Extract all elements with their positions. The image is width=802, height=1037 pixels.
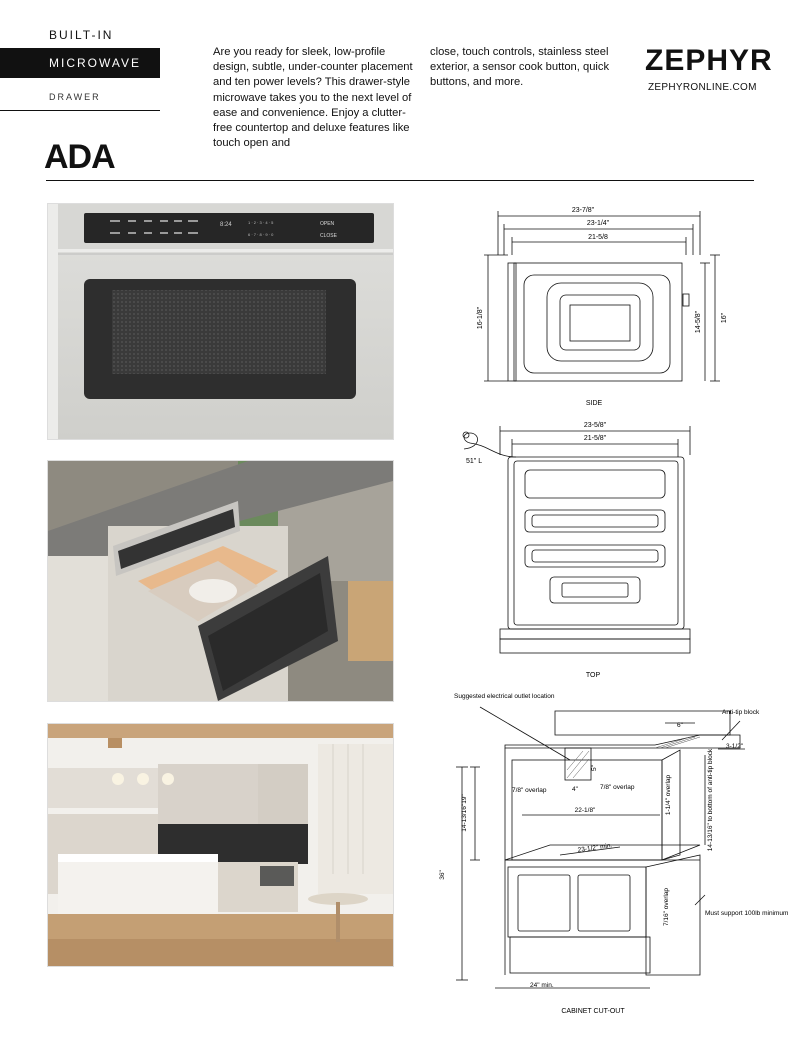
cutout-dim-36: 36" (439, 870, 446, 880)
cutout-dim-4: 4" (572, 786, 579, 793)
top-dim2: 21-5/8" (584, 435, 607, 442)
product-photo: 8:24 1 · 2 · 3 · 4 · 5 6 · 7 · 8 · 9 · 0… (47, 203, 394, 440)
top-dim1: 23-5/8" (584, 422, 607, 429)
svg-text:1 · 2 · 3 · 4 · 5: 1 · 2 · 3 · 4 · 5 (248, 220, 274, 225)
svg-text:6 · 7 · 8 · 9 · 0: 6 · 7 · 8 · 9 · 0 (248, 232, 274, 237)
drawer-open-photo (47, 460, 394, 702)
cutout-dim-left-height: 14-13/16"19" (461, 794, 468, 832)
cutout-overlap-left: 7/8" overlap (512, 787, 547, 794)
panel-open[interactable]: OPEN (320, 221, 335, 227)
top-cord: 51" L (466, 458, 482, 465)
description-col2: close, touch controls, stainless steel e… (430, 46, 610, 89)
side-dim-top3: 21-5/8 (588, 234, 608, 241)
cutout-anti-tip-height: 14-13/16" to bottom of anti-tip block (707, 748, 714, 851)
side-dim-top2: 23-1/4" (587, 220, 610, 227)
description-col1: Are you ready for sleek, low-profile des… (213, 46, 413, 150)
website-link[interactable]: ZEPHYRONLINE.COM (648, 82, 757, 93)
ada-badge: ADA (44, 138, 116, 176)
side-dim-right2: 16" (721, 312, 728, 323)
top-caption: TOP (586, 672, 601, 679)
cutout-overlap-vert: 1-1/4" overlap (665, 774, 672, 815)
cutout-overlap-right: 7/8" overlap (600, 784, 635, 791)
category-divider (0, 110, 160, 111)
header-rule (46, 180, 754, 181)
technical-drawings: 23-7/8" 23-1/4" 21-5/8 16-1/8" 14-5/8" 1… (439, 207, 788, 1015)
cutout-dim-5: 5" (591, 764, 598, 771)
side-dim-top1: 23-7/8" (572, 207, 595, 214)
cutout-dim-3-5: 3-1/2" (726, 743, 744, 750)
zephyr-logo: ZEPHYR (645, 44, 773, 77)
cutout-dim-24: 24" min. (530, 982, 554, 989)
category-microwave: MICROWAVE (0, 48, 160, 78)
cutout-dim-22: 22-1/8" (575, 807, 596, 814)
panel-display: 8:24 (220, 222, 232, 228)
cutout-anti-tip: Anti-tip block (722, 709, 760, 716)
cutout-support: Must support 100lb minimum (705, 910, 788, 917)
cutout-electrical: Suggested electrical outlet location (454, 693, 555, 700)
category-built-in: BUILT-IN (49, 28, 114, 42)
kitchen-photo (47, 723, 394, 967)
cutout-overlap-bottom: 7/16" overlap (663, 888, 670, 926)
panel-close[interactable]: CLOSE (320, 233, 338, 239)
side-dim-left: 16-1/8" (477, 306, 484, 329)
side-dim-right1: 14-5/8" (695, 310, 702, 333)
side-caption: SIDE (586, 400, 603, 407)
cutout-dim-23: 23-1/2" min. (577, 842, 613, 854)
cutout-dim-6: 6" (677, 722, 684, 729)
cutout-caption: CABINET CUT-OUT (561, 1008, 625, 1015)
category-drawer: DRAWER (49, 92, 101, 102)
